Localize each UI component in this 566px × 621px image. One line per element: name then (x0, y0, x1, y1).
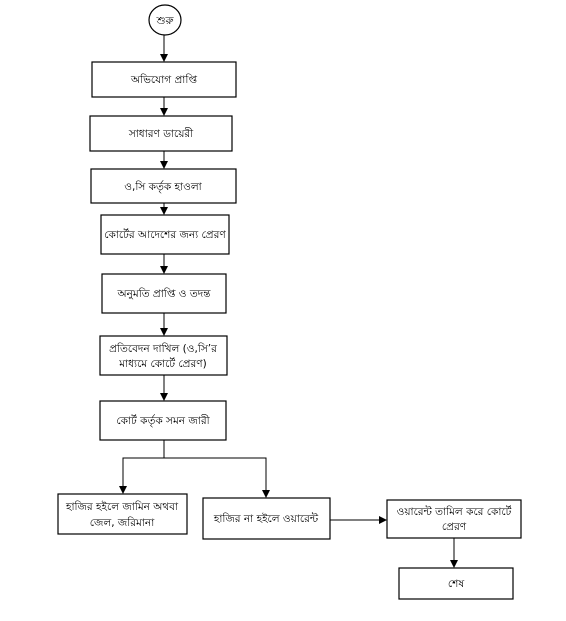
summons-node: কোর্ট কর্তৃক সমন জারী (99, 400, 227, 441)
summons-label: কোর্ট কর্তৃক সমন জারী (116, 414, 210, 427)
end-node: শেষ (398, 567, 514, 600)
permission-node: অনুমতি প্রাপ্তি ও তদন্ত (101, 273, 227, 314)
start-node: শুরু (148, 4, 182, 36)
complaint-node: অভিযোগ প্রাপ্তি (91, 61, 237, 98)
present-label-line2: জেল, জরিমানা (90, 516, 155, 529)
oc-custody-node: ও,সি কর্তৃক হাওলা (90, 168, 237, 204)
general-diary-node: সাধারণ ডায়েরী (89, 115, 233, 152)
oc-custody-label: ও,সি কর্তৃক হাওলা (124, 180, 202, 193)
complaint-label: অভিযোগ প্রাপ্তি (130, 73, 198, 86)
warrant-label-line1: ওয়ারেন্ট তামিল করে কোর্টে (397, 505, 513, 518)
edge-summons-to-absent (164, 457, 270, 498)
start-label: শুরু (155, 15, 174, 27)
present-node: হাজির হইলে জামিন অথবা জেল, জরিমানা (57, 493, 188, 535)
end-label: শেষ (448, 578, 465, 590)
report-label-line1: প্রতিবেদন দাখিল (ও,সি’র (109, 342, 218, 355)
warrant-node: ওয়ারেন্ট তামিল করে কোর্টে প্রেরণ (386, 499, 522, 539)
absent-node: হাজির না হইলে ওয়ারেন্ট (202, 497, 331, 540)
court-order-label: কোর্টের আদেশের জন্য প্রেরণ (104, 228, 226, 241)
permission-label: অনুমতি প্রাপ্তি ও তদন্ত (117, 287, 212, 300)
edges (119, 35, 458, 568)
report-label-line2: মাধ্যমে কোর্টে প্রেরণ) (118, 357, 206, 370)
absent-label: হাজির না হইলে ওয়ারেন্ট (213, 512, 319, 525)
general-diary-label: সাধারণ ডায়েরী (128, 127, 194, 140)
court-order-node: কোর্টের আদেশের জন্য প্রেরণ (100, 214, 230, 255)
report-node: প্রতিবেদন দাখিল (ও,সি’র মাধ্যমে কোর্টে প… (99, 335, 228, 376)
edge-summons-to-present (119, 440, 165, 494)
warrant-label-line2: প্রেরণ (442, 521, 467, 533)
present-label-line1: হাজির হইলে জামিন অথবা (65, 500, 179, 513)
